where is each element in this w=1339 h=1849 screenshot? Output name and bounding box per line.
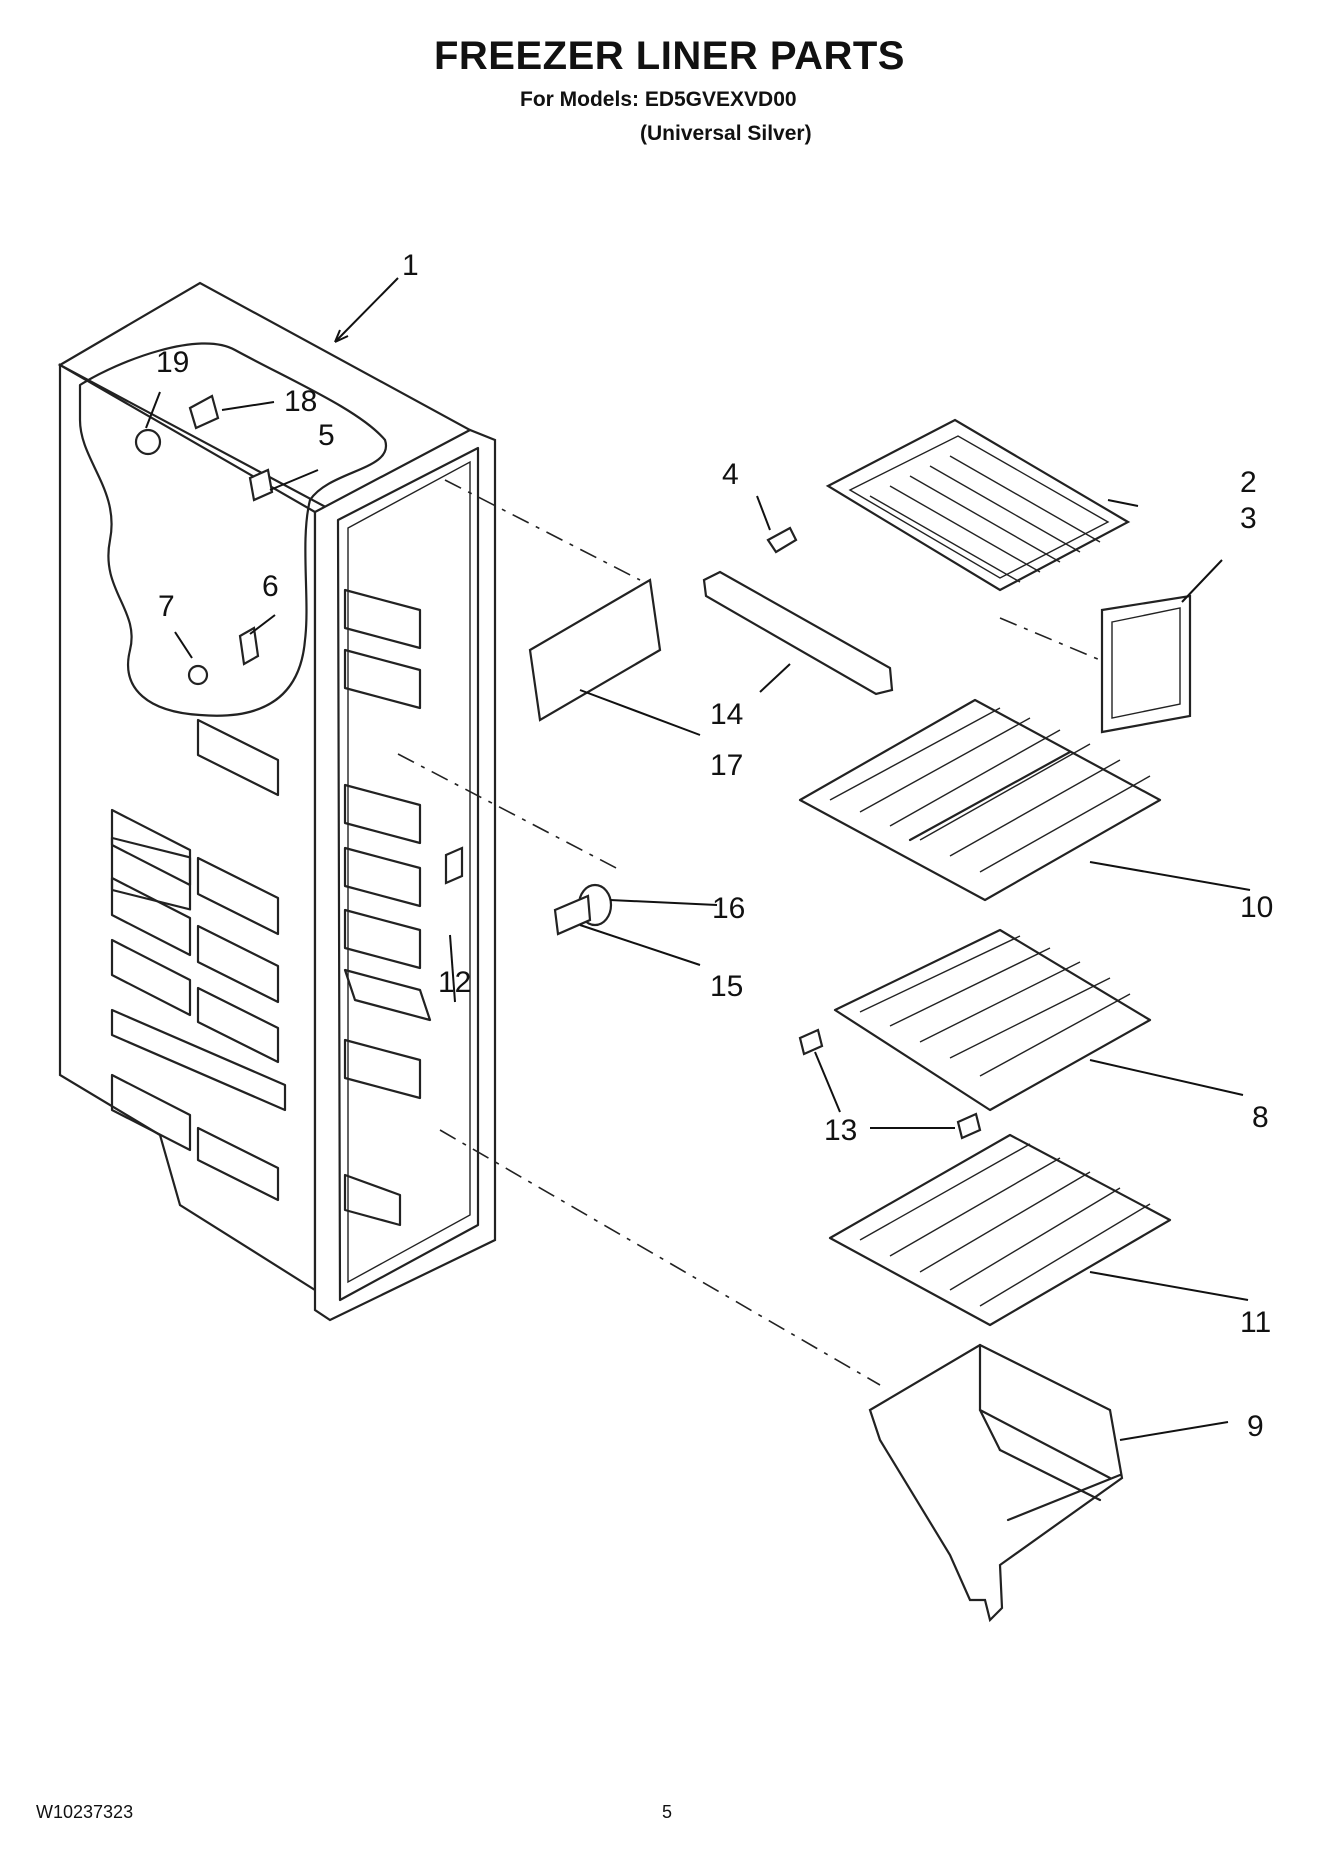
wire-shelf-upper <box>798 698 1162 902</box>
callout-5: 5 <box>318 419 335 452</box>
models-line: For Models: ED5GVEXVD00 <box>520 88 797 111</box>
callout-9: 9 <box>1247 1410 1264 1443</box>
freezer-liner-part <box>57 281 497 1322</box>
callout-17: 17 <box>710 749 743 782</box>
grommet-part <box>553 883 613 936</box>
shelf-stop-part <box>798 1028 824 1056</box>
callout-19: 19 <box>156 346 189 379</box>
callout-arrows <box>145 277 1251 1441</box>
variant-line: (Universal Silver) <box>640 122 812 145</box>
callout-12: 12 <box>438 966 471 999</box>
callout-11: 11 <box>1240 1306 1271 1339</box>
shelf-bracket-part <box>702 526 894 696</box>
callout-4: 4 <box>722 458 739 491</box>
small-parts-on-liner <box>134 394 464 885</box>
callout-1: 1 <box>402 249 419 282</box>
page-number: 5 <box>662 1802 673 1822</box>
freezer-bin-part <box>868 1343 1124 1623</box>
wire-shelf-middle <box>833 928 1152 1112</box>
cover-panel-part <box>528 578 662 722</box>
callout-8: 8 <box>1252 1101 1269 1134</box>
shelf-frame-part <box>825 418 1192 734</box>
wire-shelf-lower <box>828 1133 1172 1327</box>
callout-16: 16 <box>712 892 745 925</box>
shelf-stop-part <box>956 1112 982 1140</box>
explode-line <box>397 753 621 871</box>
callout-2: 2 <box>1240 466 1257 499</box>
callout-7: 7 <box>158 590 175 623</box>
document-code: W10237323 <box>36 1802 134 1822</box>
explode-line <box>439 1129 881 1386</box>
callout-13: 13 <box>824 1114 857 1147</box>
callout-6: 6 <box>262 570 279 603</box>
callout-15: 15 <box>710 970 743 1003</box>
explode-line <box>999 617 1101 661</box>
callout-10: 10 <box>1240 891 1273 924</box>
page-title: FREEZER LINER PARTS <box>433 34 905 78</box>
callout-14: 14 <box>710 698 743 731</box>
callout-3: 3 <box>1240 502 1257 535</box>
callout-18: 18 <box>284 385 317 418</box>
